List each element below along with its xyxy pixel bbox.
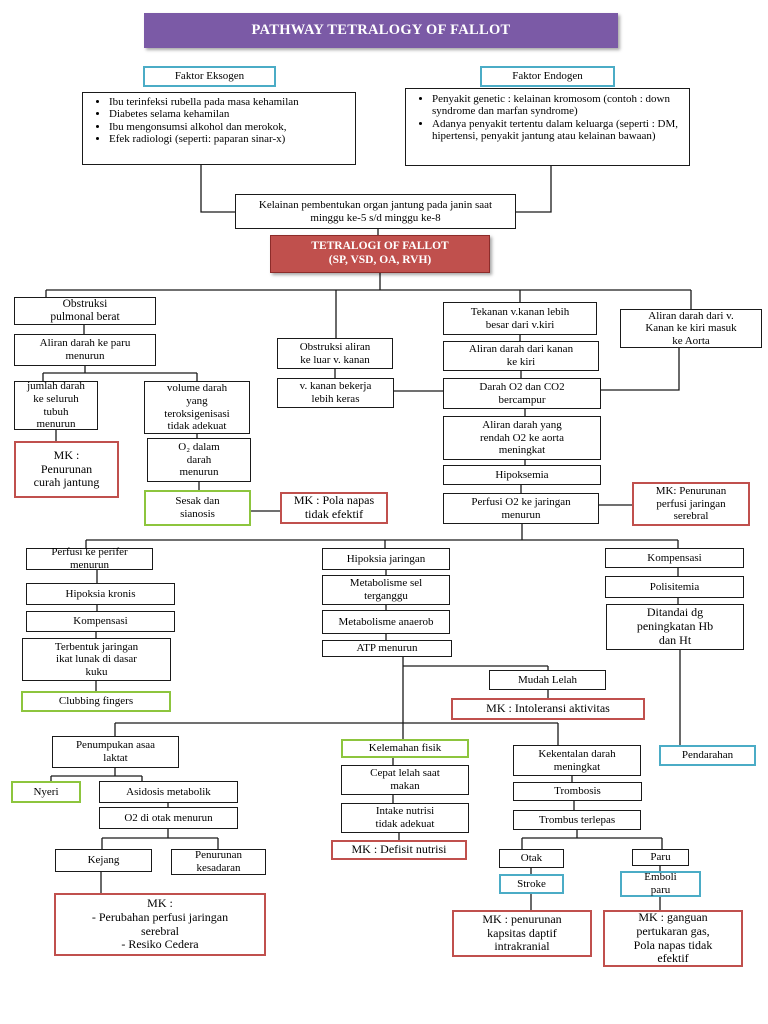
- kompensasi-kanan: Kompensasi: [605, 548, 744, 568]
- kekentalan-darah: Kekentalan darah meningkat: [513, 745, 641, 776]
- terbentuk-jaringan: Terbentuk jaringan ikat lunak di dasar k…: [22, 638, 171, 681]
- hipoksemia: Hipoksemia: [443, 465, 601, 485]
- sesak-sianosis: Sesak dan sianosis: [144, 490, 251, 526]
- polisitemia: Polisitemia: [605, 576, 744, 598]
- asidosis-metabolik: Asidosis metabolik: [99, 781, 238, 803]
- endogen-item: Adanya penyakit tertentu dalam keluarga …: [432, 118, 685, 143]
- penurunan-kesadaran: Penurunan kesadaran: [171, 849, 266, 875]
- endogen-item: Penyakit genetic : kelainan kromosom (co…: [432, 93, 685, 118]
- nyeri: Nyeri: [11, 781, 81, 803]
- paru: Paru: [632, 849, 689, 866]
- hipoksia-jaringan: Hipoksia jaringan: [322, 548, 450, 570]
- obstruksi-aliran: Obstruksi aliran ke luar v. kanan: [277, 338, 393, 369]
- kompensasi-kiri: Kompensasi: [26, 611, 175, 632]
- o2-otak-menurun: O2 di otak menurun: [99, 807, 238, 829]
- mk-gangguan-pertukaran-gas: MK : ganguan pertukaran gas, Pola napas …: [603, 910, 743, 967]
- kejang: Kejang: [55, 849, 152, 872]
- stroke: Stroke: [499, 874, 564, 894]
- atp-menurun: ATP menurun: [322, 640, 452, 657]
- faktor-endogen-list: Penyakit genetic : kelainan kromosom (co…: [405, 88, 690, 166]
- aliran-kanan-kiri: Aliran darah dari kanan ke kiri: [443, 341, 599, 371]
- hipoksia-kronis: Hipoksia kronis: [26, 583, 175, 605]
- mk-pola-napas: MK : Pola napas tidak efektif: [280, 492, 388, 524]
- darah-bercampur: Darah O2 dan CO2 bercampur: [443, 378, 601, 409]
- eksogen-item: Efek radiologi (seperti: paparan sinar-x…: [109, 133, 351, 145]
- cepat-lelah: Cepat lelah saat makan: [341, 765, 469, 795]
- mk-defisit-nutrisi: MK : Defisit nutrisi: [331, 840, 467, 860]
- mk-penurunan-curah-jantung: MK : Penurunan curah jantung: [14, 441, 119, 498]
- trombosis: Trombosis: [513, 782, 642, 801]
- jumlah-darah: jumlah darah ke seluruh tubuh menurun: [14, 380, 98, 430]
- tetralogi-of-fallot: TETRALOGI OF FALLOT (SP, VSD, OA, RVH): [270, 235, 490, 273]
- aliran-paru: Aliran darah ke paru menurun: [14, 334, 156, 366]
- aliran-v-kanan-aorta: Aliran darah dari v. Kanan ke kiri masuk…: [620, 309, 762, 348]
- eksogen-item: Ibu mengonsumsi alkohol dan merokok,: [109, 121, 351, 133]
- page-title: PATHWAY TETRALOGY OF FALLOT: [144, 13, 618, 48]
- o2-dalam-darah: O₂ dalam darah menurun: [147, 438, 251, 482]
- kelainan-pembentukan: Kelainan pembentukan organ jantung pada …: [235, 194, 516, 229]
- mk-perfusi-serebral: MK: Penurunan perfusi jaringan serebral: [632, 482, 750, 526]
- perfusi-o2-menurun: Perfusi O2 ke jaringan menurun: [443, 493, 599, 524]
- aliran-rendah-o2: Aliran darah yang rendah O2 ke aorta men…: [443, 416, 601, 460]
- ditandai-hb-ht: Ditandai dg peningkatan Hb dan Ht: [606, 604, 744, 650]
- pendarahan: Pendarahan: [659, 745, 756, 766]
- metabolisme-anaerob: Metabolisme anaerob: [322, 610, 450, 634]
- mudah-lelah: Mudah Lelah: [489, 670, 606, 690]
- perfusi-perifer: Perfusi ke perifer menurun: [26, 546, 153, 571]
- intake-nutrisi: Intake nutrisi tidak adekuat: [341, 803, 469, 833]
- trombus-terlepas: Trombus terlepas: [513, 810, 641, 830]
- faktor-eksogen-label: Faktor Eksogen: [143, 66, 276, 87]
- mk-kapasitas-adaptif: MK : penurunan kapsitas daptif intrakran…: [452, 910, 592, 957]
- tekanan-vkanan: Tekanan v.kanan lebih besar dari v.kiri: [443, 302, 597, 335]
- penumpukan-asam-laktat: Penumpukan asaa laktat: [52, 736, 179, 768]
- kelemahan-fisik: Kelemahan fisik: [341, 739, 469, 758]
- mk-intoleransi-aktivitas: MK : Intoleransi aktivitas: [451, 698, 645, 720]
- volume-darah: volume darah yang teroksigenisasi tidak …: [144, 381, 250, 434]
- emboli-paru: Emboli paru: [620, 871, 701, 897]
- mk-perubahan-perfusi: MK : - Perubahan perfusi jaringan serebr…: [54, 893, 266, 956]
- clubbing-fingers: Clubbing fingers: [21, 691, 171, 712]
- otak: Otak: [499, 849, 564, 868]
- metabolisme-sel: Metabolisme sel terganggu: [322, 575, 450, 605]
- eksogen-item: Diabetes selama kehamilan: [109, 108, 351, 120]
- faktor-eksogen-list: Ibu terinfeksi rubella pada masa kehamil…: [82, 92, 356, 165]
- eksogen-item: Ibu terinfeksi rubella pada masa kehamil…: [109, 96, 351, 108]
- vkanan-bekerja: v. kanan bekerja lebih keras: [277, 378, 394, 408]
- obstruksi-pulmonal: Obstruksi pulmonal berat: [14, 297, 156, 325]
- faktor-endogen-label: Faktor Endogen: [480, 66, 615, 87]
